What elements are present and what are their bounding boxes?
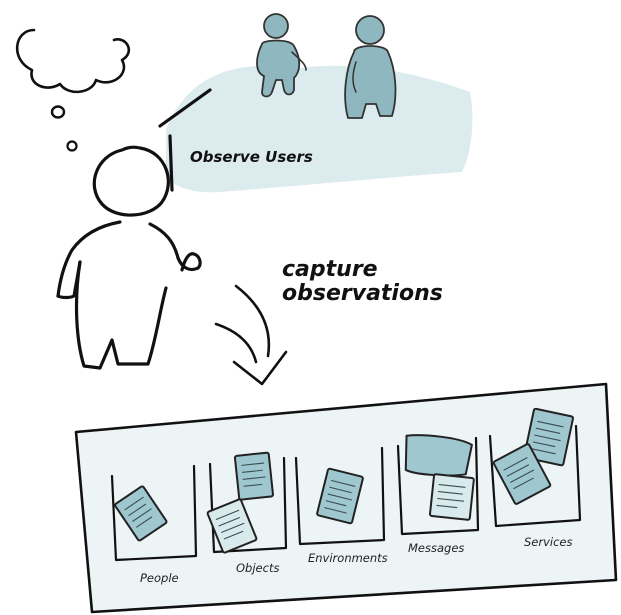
bin-label-services: Services (524, 535, 573, 549)
bin-environments: Environments (294, 446, 388, 565)
observer-figure (56, 145, 202, 370)
observe-users-label: Observe Users (190, 148, 313, 166)
observed-user-1 (256, 13, 307, 98)
bin-services: Services (488, 407, 582, 549)
thought-bubble (15, 28, 131, 152)
capture-observations-annotation: capture observations (214, 257, 443, 386)
observed-user-2 (344, 15, 397, 119)
bin-objects: Objects (206, 451, 288, 575)
bin-messages: Messages (396, 434, 480, 555)
capture-label-line1: capture (282, 257, 378, 282)
bin-label-environments: Environments (308, 551, 388, 565)
bin-people: People (110, 464, 198, 585)
bin-label-people: People (140, 571, 179, 585)
observe-users-scene: Observe Users (158, 65, 473, 193)
capture-label-line2: observations (282, 281, 443, 306)
bin-label-objects: Objects (236, 561, 279, 575)
bin-label-messages: Messages (408, 541, 464, 555)
